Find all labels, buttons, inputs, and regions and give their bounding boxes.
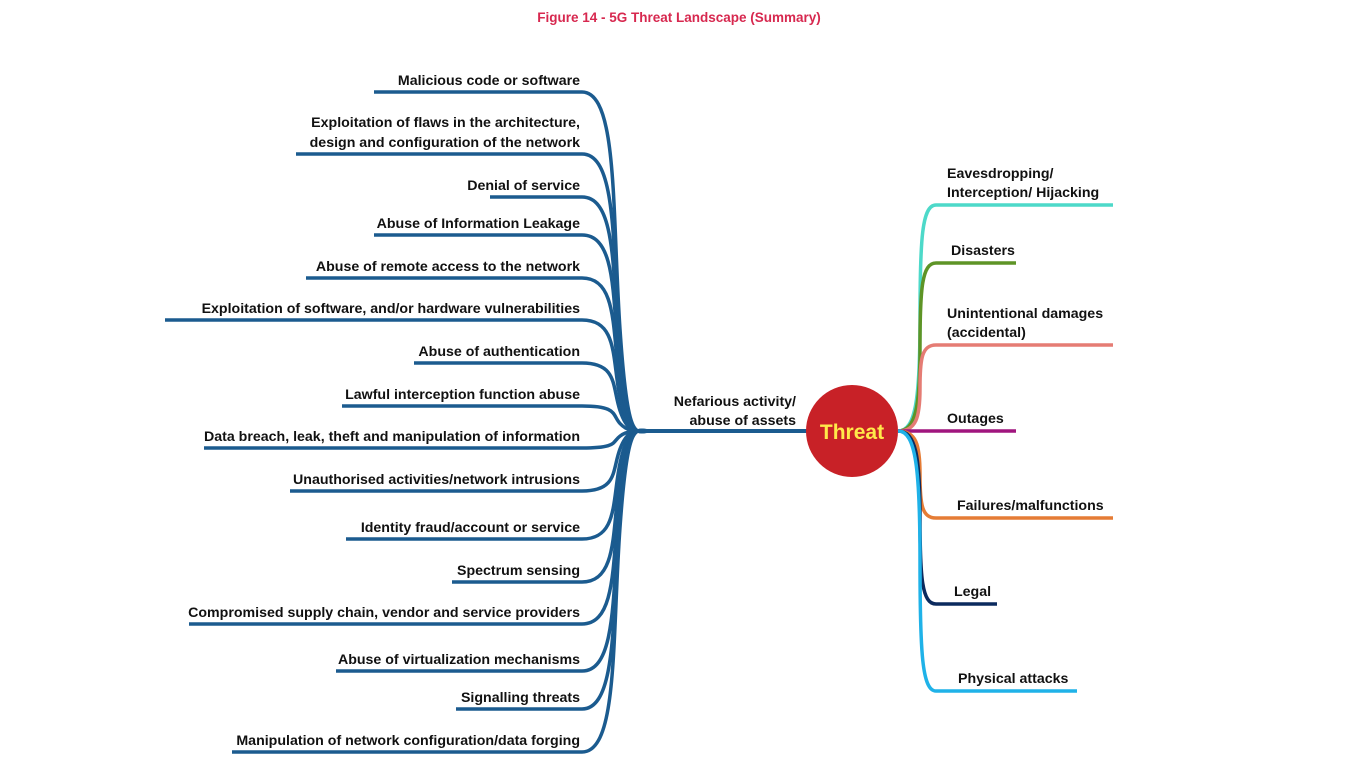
threat-item-signalling-threats: Signalling threats xyxy=(461,690,580,706)
threat-item-physical-attacks: Physical attacks xyxy=(958,671,1069,687)
branch-labels: Nefarious activity/abuse of assets Malici… xyxy=(188,73,1104,749)
center-label: Threat xyxy=(820,421,884,444)
threat-item-manipulation-of-network-configuration-da: Manipulation of network configuration/da… xyxy=(236,733,580,749)
threat-item-failures-malfunctions: Failures/malfunctions xyxy=(957,498,1104,514)
figure-title: Figure 14 - 5G Threat Landscape (Summary… xyxy=(537,10,821,25)
center-node: Threat xyxy=(806,385,898,477)
threat-item-malicious-code-or-software: Malicious code or software xyxy=(398,73,580,89)
threat-item-exploitation-of-software-and-or-hardware: Exploitation of software, and/or hardwar… xyxy=(202,301,581,317)
connector-lawful-interception-function-abuse xyxy=(581,404,651,433)
threat-item-data-breach-leak-theft-and-manipulation-: Data breach, leak, theft and manipulatio… xyxy=(204,429,580,445)
threat-item-denial-of-service: Denial of service xyxy=(467,178,580,194)
connector-physical-attacks xyxy=(897,429,937,693)
threat-item-unintentional-damages-accidental: Unintentional damages(accidental) xyxy=(947,306,1103,341)
threat-item-spectrum-sensing: Spectrum sensing xyxy=(457,563,580,579)
threat-item-abuse-of-information-leakage: Abuse of Information Leakage xyxy=(377,216,580,232)
threat-item-unauthorised-activities-network-intrusio: Unauthorised activities/network intrusio… xyxy=(293,472,580,488)
connector-data-breach-leak-theft-and-manipulation- xyxy=(581,429,651,450)
threat-item-abuse-of-remote-access-to-the-network: Abuse of remote access to the network xyxy=(316,259,580,275)
center-circle xyxy=(806,385,898,477)
threat-item-abuse-of-authentication: Abuse of authentication xyxy=(418,344,580,360)
threat-item-abuse-of-virtualization-mechanisms: Abuse of virtualization mechanisms xyxy=(338,652,580,668)
connector-manipulation-of-network-configuration-da xyxy=(581,428,651,754)
branch-lines xyxy=(165,90,1113,754)
main-branch-label: Nefarious activity/abuse of assets xyxy=(674,394,796,429)
connector-disasters xyxy=(897,261,937,433)
threat-item-outages: Outages xyxy=(947,411,1004,427)
threat-item-compromised-supply-chain-vendor-and-serv: Compromised supply chain, vendor and ser… xyxy=(188,605,580,621)
threat-item-lawful-interception-function-abuse: Lawful interception function abuse xyxy=(345,387,580,403)
threat-item-legal: Legal xyxy=(954,584,991,600)
connector-unintentional-damages-accidental xyxy=(897,343,937,433)
threat-item-identity-fraud-account-or-service: Identity fraud/account or service xyxy=(361,520,580,536)
threat-item-eavesdropping-interception-hijacking: Eavesdropping/Interception/ Hijacking xyxy=(947,166,1099,201)
threat-item-disasters: Disasters xyxy=(951,243,1015,259)
threat-item-exploitation-of-flaws-in-the-architectur: Exploitation of flaws in the architectur… xyxy=(310,115,580,151)
